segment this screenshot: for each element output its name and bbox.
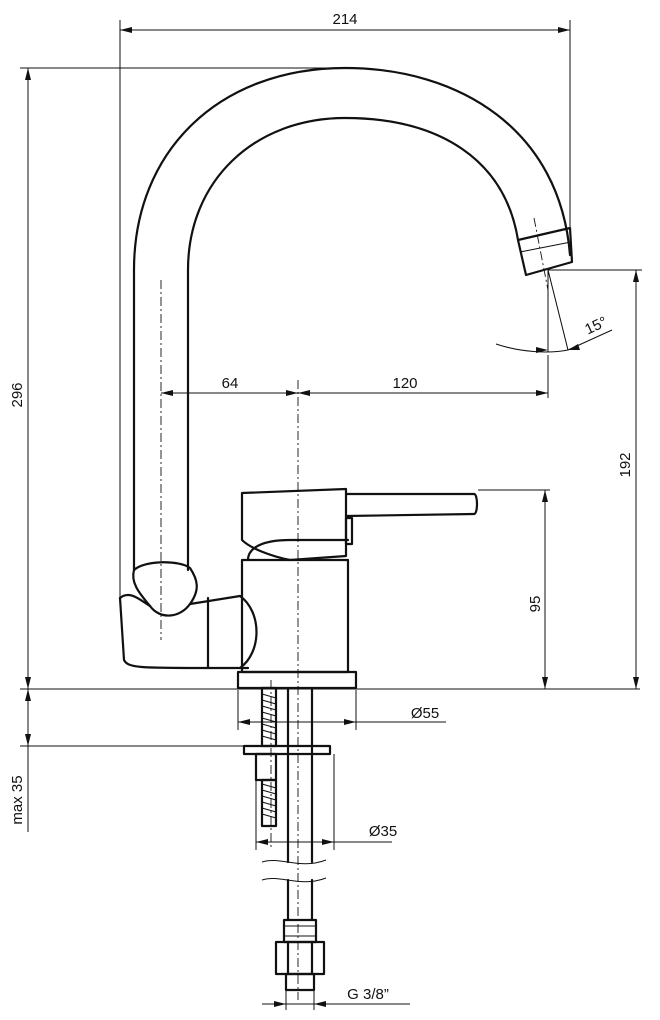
- dimension-base-diameter: Ø55: [237, 690, 446, 730]
- mounting-hardware: [242, 686, 332, 992]
- lever-handle: [240, 487, 479, 562]
- dim-overall-width-label: 214: [332, 11, 357, 28]
- dim-column-offset-label: 64: [222, 375, 239, 392]
- dimension-overall-width: 214: [119, 11, 571, 600]
- dim-spout-height-label: 192: [617, 452, 634, 477]
- swivel-joint: [118, 561, 258, 670]
- dimension-deck-thickness: max 35: [9, 689, 244, 832]
- dim-connection-thread-label: G 3/8”: [347, 986, 389, 1003]
- dimension-lever-height: 95: [478, 489, 550, 689]
- centre-lines: [160, 217, 549, 1000]
- dimension-spout-height: 192: [548, 269, 642, 689]
- dimension-reach: 64 120: [161, 355, 549, 398]
- dim-deck-thickness-label: max 35: [9, 775, 26, 824]
- dim-overall-height-label: 296: [9, 382, 26, 407]
- dim-spout-reach-label: 120: [392, 375, 417, 392]
- dimension-connection-thread: G 3/8”: [262, 986, 410, 1010]
- dimension-hole-diameter: Ø35: [255, 754, 397, 850]
- dim-hole-diameter-label: Ø35: [369, 823, 397, 840]
- dimension-overall-height: 296: [9, 67, 640, 690]
- dimension-spout-angle: 15°: [495, 269, 613, 353]
- dim-spout-angle-label: 15°: [582, 313, 610, 338]
- dim-base-diameter-label: Ø55: [411, 705, 439, 722]
- dim-lever-height-label: 95: [527, 596, 544, 613]
- base-plate: [236, 670, 358, 690]
